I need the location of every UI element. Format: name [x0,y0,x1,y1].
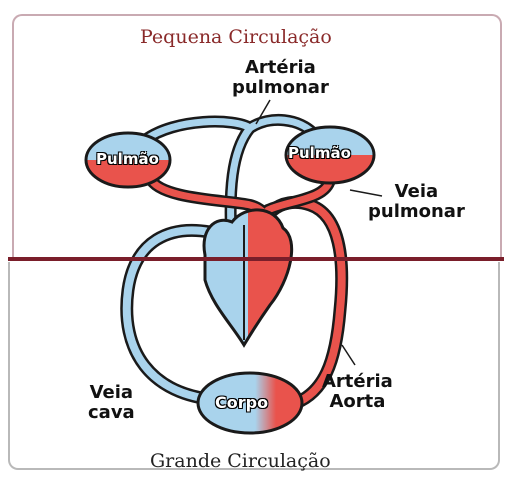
circulation-divider [8,257,504,261]
left-lung-label: Pulmão [96,150,159,168]
label-veia-cava-line2: cava [88,403,135,423]
label-veia-pulmonar: Veia pulmonar [368,182,465,222]
right-lung-label: Pulmão [288,144,351,162]
label-arteria-pulmonar-line1: Artéria [232,58,329,78]
label-arteria-aorta: Artéria Aorta [322,372,393,412]
label-arteria-aorta-line1: Artéria [322,372,393,392]
body-organ-label: Corpo [215,393,268,412]
label-veia-pulmonar-line2: pulmonar [368,202,465,222]
label-veia-cava-line1: Veia [88,383,135,403]
label-veia-cava: Veia cava [88,383,135,423]
label-veia-pulmonar-line1: Veia [368,182,465,202]
label-arteria-pulmonar-line2: pulmonar [232,78,329,98]
label-arteria-pulmonar: Artéria pulmonar [232,58,329,98]
label-arteria-aorta-line2: Aorta [322,392,393,412]
pulmonary-circulation-title: Pequena Circulação [140,26,332,48]
systemic-circulation-title: Grande Circulação [150,450,331,472]
leader-arteria-aorta [342,345,355,365]
heart-shape [204,210,292,345]
